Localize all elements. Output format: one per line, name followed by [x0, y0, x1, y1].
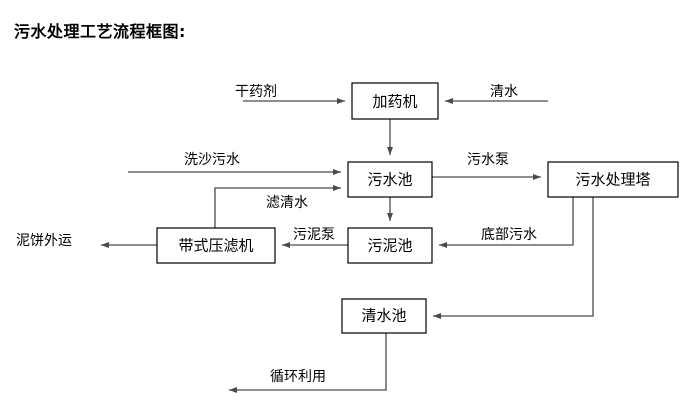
node-dosing-machine[interactable]: 加药机 [351, 82, 439, 120]
terminal-mud-cake-out-label: 泥饼外运 [16, 233, 72, 249]
node-treatment-tower[interactable]: 污水处理塔 [547, 161, 679, 198]
node-sewage-pool[interactable]: 污水池 [347, 161, 433, 198]
node-belt-filter-press-label: 带式压滤机 [178, 237, 253, 255]
node-treatment-tower-label: 污水处理塔 [575, 171, 650, 189]
node-belt-filter-press-box [156, 227, 276, 264]
edge-label-bottom-sewage: 底部污水 [481, 227, 537, 243]
node-clear-water-pool[interactable]: 清水池 [341, 298, 427, 334]
edge-clear-to-recycle [229, 333, 387, 394]
edge-label-sludge-pump: 污泥泵 [293, 227, 335, 243]
node-clear-water-pool-label: 清水池 [361, 307, 406, 325]
node-clear-water-pool-box [341, 298, 427, 334]
node-sludge-pool-box [347, 227, 433, 264]
node-treatment-tower-box [547, 161, 679, 198]
edge-label-sewage-pump: 污水泵 [467, 152, 509, 168]
node-sludge-pool-label: 污泥池 [367, 237, 412, 255]
node-dosing-machine-box [351, 82, 439, 120]
edge-label-recycle: 循环利用 [270, 369, 326, 385]
edge-tower-to-sludge [439, 197, 574, 249]
terminal-clean-water-label: 清水 [490, 84, 518, 100]
edge-filtrate-to-sewage [214, 184, 341, 228]
page-title: 污水处理工艺流程框图: [14, 22, 186, 41]
node-sludge-pool[interactable]: 污泥池 [347, 227, 433, 264]
terminal-dry-agent-label: 干药剂 [235, 84, 277, 100]
node-sewage-pool-label: 污水池 [367, 171, 412, 189]
edge-tower-to-clear [433, 197, 594, 320]
node-dosing-machine-label: 加药机 [372, 93, 417, 111]
node-sewage-pool-box [347, 161, 433, 198]
node-belt-filter-press[interactable]: 带式压滤机 [156, 227, 276, 264]
terminal-sand-washing-sewage-label: 洗沙污水 [184, 152, 240, 168]
edge-label-filtrate: 滤清水 [266, 195, 308, 211]
